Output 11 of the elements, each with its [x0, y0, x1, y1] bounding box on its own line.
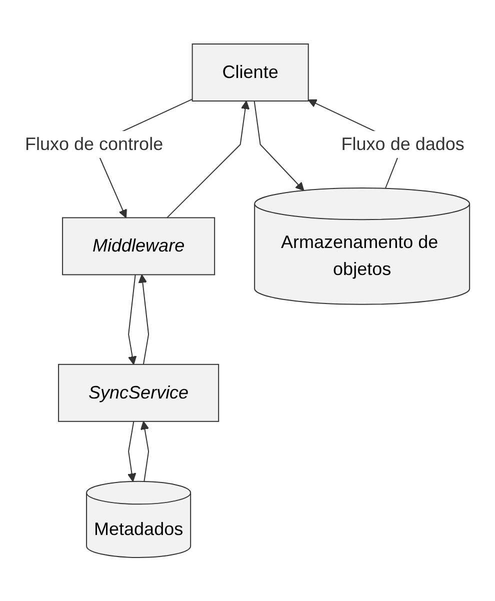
arrow [166, 100, 250, 218]
arrow [140, 420, 150, 482]
node-box: Cliente [192, 43, 310, 102]
edge-label: Fluxo de dados [342, 134, 465, 154]
node-box: SyncService [58, 364, 220, 422]
arrow [128, 420, 136, 482]
arrow [254, 100, 304, 191]
node-box: Middleware [62, 216, 216, 275]
arrow [128, 274, 137, 365]
arrow [138, 274, 150, 365]
edge-label: Fluxo de controle [25, 134, 164, 154]
